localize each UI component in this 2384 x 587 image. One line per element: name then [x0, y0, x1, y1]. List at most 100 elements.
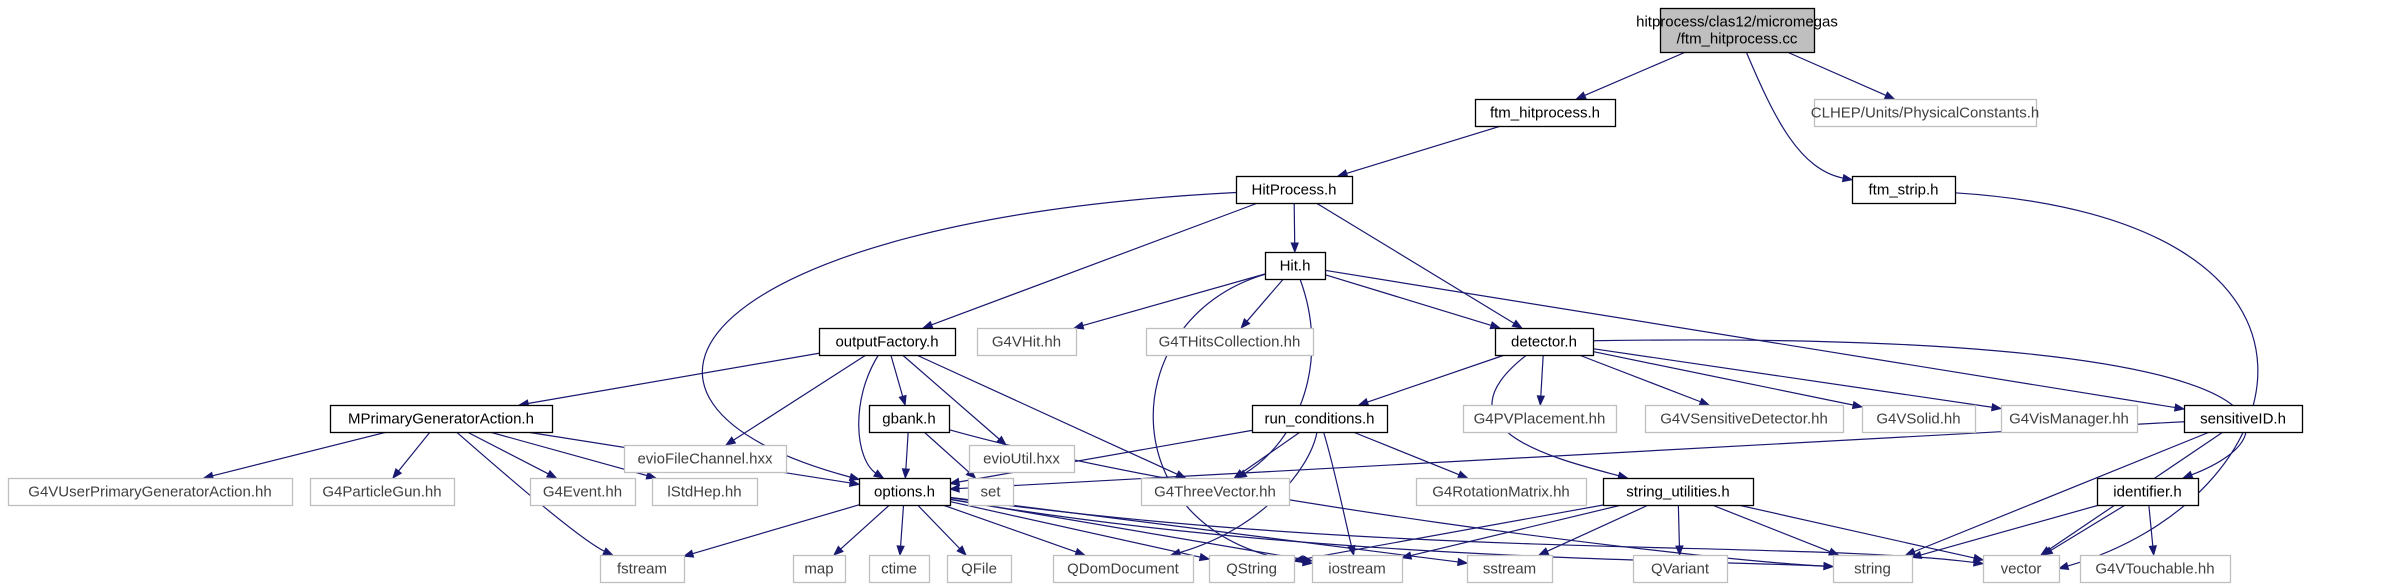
node-sensitiveid-h-label: sensitiveID.h	[2200, 411, 2286, 428]
edge-sensitiveid-h-to-options-h	[957, 421, 2185, 490]
edge-hitprocess-h-to-outputfactory-h	[930, 202, 1259, 326]
node-g4vtouchable-hh-box	[2079, 554, 2232, 584]
node-g4vismanager-hh-label: G4VisManager.hh	[2009, 411, 2129, 428]
node-qstring: QString	[1208, 554, 1296, 584]
node-g4particlegun-hh-label: G4ParticleGun.hh	[322, 484, 441, 501]
node-string-utilities-h-box	[1602, 477, 1755, 507]
edge-options-h-to-sstream-arrowhead	[1457, 557, 1469, 567]
edge-detector-h-to-identifier-h-arrowhead	[2181, 470, 2194, 479]
edge-outputfactory-h-to-options-h-arrowhead	[872, 469, 885, 479]
edge-string-utilities-h-to-vector	[1738, 504, 1976, 559]
node-g4rotationmatrix-hh-box	[1415, 477, 1588, 507]
node-ftm-strip-h-box	[1851, 175, 1957, 205]
edge-ftm-strip-h-to-vector-arrowhead	[2057, 561, 2070, 570]
node-lstdhep-hh-box	[651, 477, 759, 507]
node-lstdhep-hh-label: lStdHep.hh	[667, 484, 741, 501]
node-outputfactory-h[interactable]: outputFactory.h	[818, 327, 957, 357]
edge-root-to-ftm-strip-h-arrowhead	[1841, 173, 1854, 183]
edge-options-h-to-ctime	[899, 504, 905, 548]
node-fstream-box	[599, 554, 686, 584]
edge-hitprocess-h-to-outputfactory-h-arrowhead	[921, 320, 934, 329]
node-clhep-units-box	[1813, 98, 2038, 128]
node-qvariant: QVariant	[1632, 554, 1729, 584]
node-options-h[interactable]: options.h	[858, 477, 952, 507]
edge-hit-h-to-g4thitscollection-hh-arrowhead	[1240, 318, 1251, 330]
edge-mprimarygeneratoraction-h-to-g4particlegun-hh	[397, 431, 431, 473]
node-qdomdocument-label: QDomDocument	[1067, 561, 1180, 578]
edge-run-conditions-h-to-options-h	[957, 429, 1253, 483]
edge-identifier-h-to-vector-arrowhead	[2042, 546, 2054, 556]
edge-root-to-clhep-units-arrowhead	[1883, 91, 1896, 100]
node-identifier-h[interactable]: identifier.h	[2096, 477, 2200, 507]
node-ftm-hitprocess-h-box	[1474, 98, 1617, 128]
edge-detector-h-to-string-utilities-h	[1491, 354, 1620, 477]
edge-sensitiveid-h-to-string-arrowhead	[1904, 547, 1917, 556]
node-vector: vector	[1982, 554, 2061, 584]
edge-detector-h-to-run-conditions-h-arrowhead	[1357, 397, 1370, 406]
node-outputfactory-h-box	[818, 327, 957, 357]
edge-ftm-hitprocess-h-to-hitprocess-h	[1345, 125, 1502, 175]
edge-string-utilities-h-to-qvariant	[1677, 504, 1681, 548]
node-root-label: /ftm_hitprocess.cc	[1677, 31, 1798, 48]
edge-detector-h-to-g4vsensitivedetector-hh-arrowhead	[1698, 397, 1711, 406]
node-string-label: string	[1854, 561, 1891, 578]
edge-hit-h-to-detector-h	[1324, 274, 1493, 327]
edge-string-utilities-h-to-sstream-arrowhead	[1537, 547, 1550, 556]
edge-outputfactory-h-to-gbank-h	[890, 354, 904, 398]
node-outputfactory-h-label: outputFactory.h	[835, 334, 938, 351]
edge-detector-h-to-g4vsolid-hh	[1592, 350, 1855, 406]
nodes-layer: hitprocess/clas12/micromegas/ftm_hitproc…	[7, 7, 2304, 584]
node-root[interactable]: hitprocess/clas12/micromegas/ftm_hitproc…	[1636, 7, 1838, 54]
node-hitprocess-h[interactable]: HitProcess.h	[1235, 175, 1354, 205]
node-gbank-h[interactable]: gbank.h	[868, 404, 951, 434]
edge-hit-h-to-sensitiveid-h	[1324, 269, 2177, 409]
node-mprimarygeneratoraction-h[interactable]: MPrimaryGeneratorAction.h	[329, 404, 554, 434]
edge-string-utilities-h-to-sstream	[1546, 504, 1649, 553]
edge-root-to-clhep-units	[1786, 51, 1888, 97]
node-run-conditions-h-box	[1251, 404, 1389, 434]
node-root-label: hitprocess/clas12/micromegas	[1636, 14, 1838, 31]
node-ctime: ctime	[868, 554, 931, 584]
node-g4thitscollection-hh: G4THitsCollection.hh	[1145, 327, 1315, 357]
edge-identifier-h-to-vector	[2049, 504, 2126, 552]
node-mprimarygeneratoraction-h-label: MPrimaryGeneratorAction.h	[348, 411, 534, 428]
edge-mprimarygeneratoraction-h-to-lstdhep-hh	[489, 431, 649, 477]
node-ftm-hitprocess-h-label: ftm_hitprocess.h	[1490, 105, 1600, 122]
node-set-box	[967, 477, 1015, 507]
node-gbank-h-label: gbank.h	[882, 411, 935, 428]
node-g4event-hh-label: G4Event.hh	[543, 484, 622, 501]
node-iostream-box	[1311, 554, 1404, 584]
node-g4pvplacement-hh-box	[1462, 404, 1618, 434]
edge-gbank-h-to-set-arrowhead	[965, 468, 977, 479]
node-qvariant-box	[1632, 554, 1729, 584]
node-evioutil-hxx-label: evioUtil.hxx	[983, 451, 1060, 468]
edge-options-h-to-vector-arrowhead	[1973, 558, 1985, 567]
node-run-conditions-h[interactable]: run_conditions.h	[1251, 404, 1389, 434]
node-iostream-label: iostream	[1328, 561, 1386, 578]
node-sensitiveid-h[interactable]: sensitiveID.h	[2183, 404, 2304, 434]
node-ftm-strip-h-label: ftm_strip.h	[1868, 182, 1938, 199]
edge-run-conditions-h-to-iostream	[1322, 431, 1353, 548]
node-detector-h[interactable]: detector.h	[1494, 327, 1595, 357]
edge-mprimarygeneratoraction-h-to-g4event-hh-arrowhead	[545, 469, 558, 479]
node-hit-h[interactable]: Hit.h	[1264, 251, 1327, 281]
node-ctime-box	[868, 554, 931, 584]
edge-options-h-to-string-arrowhead	[1823, 561, 1835, 571]
node-vector-box	[1982, 554, 2061, 584]
node-options-h-box	[858, 477, 952, 507]
node-qfile-label: QFile	[961, 561, 997, 578]
node-hit-h-box	[1264, 251, 1327, 281]
node-ftm-strip-h[interactable]: ftm_strip.h	[1851, 175, 1957, 205]
edge-options-h-to-qdomdocument	[942, 504, 1078, 553]
node-g4vsolid-hh-box	[1861, 404, 1977, 434]
node-sstream-box	[1466, 554, 1554, 584]
node-g4vhit-hh: G4VHit.hh	[976, 327, 1078, 357]
node-g4particlegun-hh-box	[309, 477, 456, 507]
node-string-utilities-h[interactable]: string_utilities.h	[1602, 477, 1755, 507]
node-ftm-hitprocess-h[interactable]: ftm_hitprocess.h	[1474, 98, 1617, 128]
node-detector-h-label: detector.h	[1511, 334, 1577, 351]
edge-run-conditions-h-to-options-h-arrowhead	[948, 477, 961, 487]
node-fstream: fstream	[599, 554, 686, 584]
edge-detector-h-to-identifier-h	[1592, 339, 2247, 476]
edge-options-h-to-ctime-arrowhead	[896, 545, 905, 557]
